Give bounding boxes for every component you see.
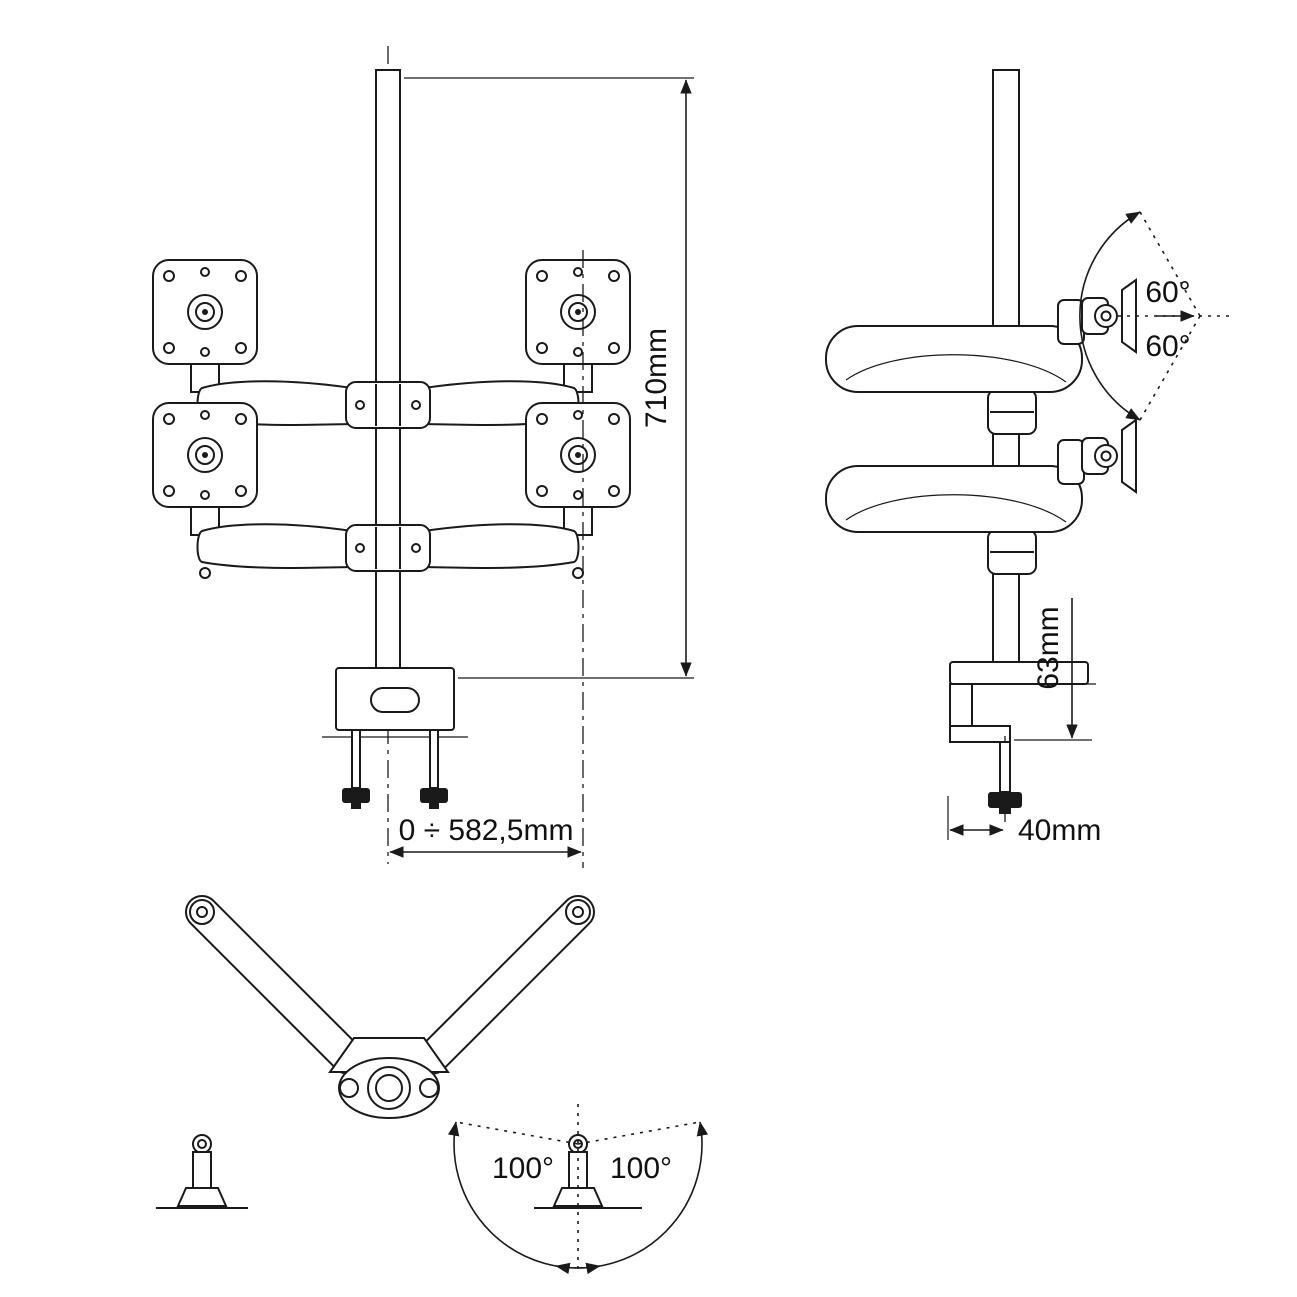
range-label: 0 ÷ 582,5mm [399, 814, 574, 847]
vesa-plate-mid-left [152, 402, 258, 508]
swivel-right-label: 100° [610, 1152, 672, 1185]
central-hub [328, 1037, 450, 1119]
dimension-height: 710mm [404, 77, 694, 679]
pole-front [375, 69, 401, 671]
left-mount-head [156, 1134, 248, 1209]
side-view: 60° 60° 63mm 40mm [825, 69, 1232, 847]
dimension-range: 0 ÷ 582,5mm [389, 814, 582, 858]
front-view: 710mm 0 ÷ 582,5mm [152, 46, 694, 868]
vesa-plate-top-left [152, 259, 258, 365]
tilt-down-label: 60° [1145, 330, 1190, 363]
top-view: 100° 100° [156, 895, 709, 1275]
vesa-plate-mid-right [525, 402, 631, 508]
screw-offset-label: 40mm [1018, 814, 1101, 847]
dimension-screw-offset: 40mm [947, 796, 1101, 847]
swivel-left-label: 100° [492, 1152, 554, 1185]
swivel-angle-annotation: 100° 100° [447, 1104, 709, 1275]
lower-arm-front [196, 523, 584, 579]
vesa-plate-top-right [525, 259, 631, 365]
upper-arm-side [825, 278, 1137, 393]
desk-clamp-side [949, 661, 1096, 824]
tilt-angle-annotation: 60° 60° [1079, 211, 1232, 421]
desk-clamp-front [322, 667, 468, 809]
dimension-clamp-capacity: 63mm [1014, 598, 1092, 741]
clamp-capacity-label: 63mm [1032, 606, 1065, 689]
tilt-up-label: 60° [1145, 276, 1190, 309]
height-label: 710mm [640, 328, 673, 428]
lower-arm-side [825, 418, 1137, 533]
